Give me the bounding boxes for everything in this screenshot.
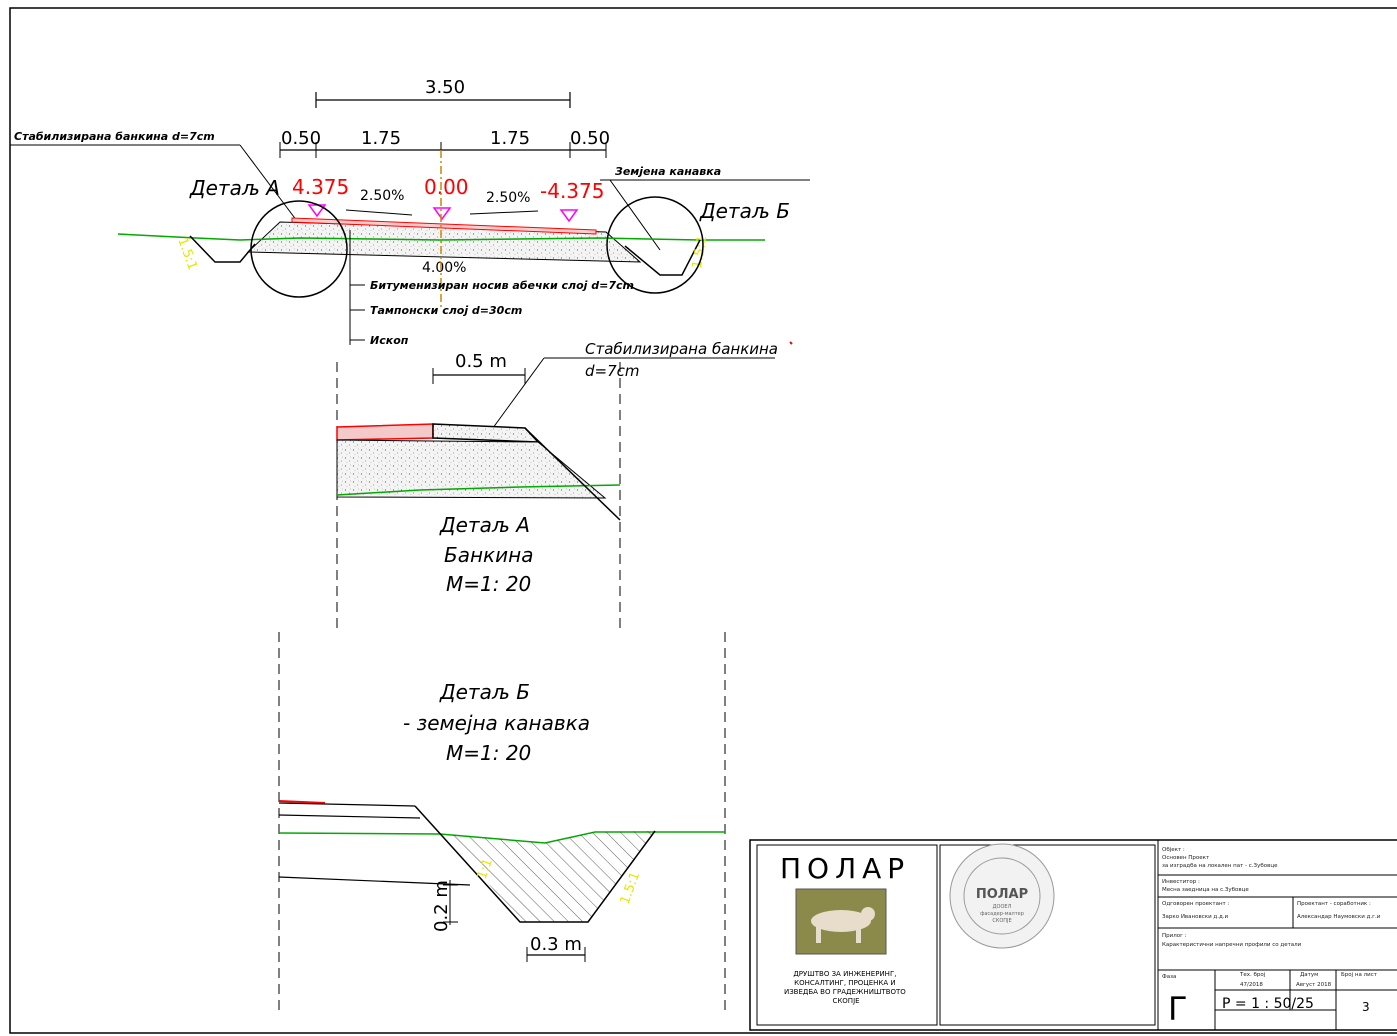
label-stabilized-shoulder: Стабилизирана банкина d=7cm — [14, 130, 215, 143]
company-stamp: ПОЛАР ДООЕЛ фасадер-малтер СКОПЈЕ — [949, 843, 1055, 949]
elev-right: -4.375 — [540, 179, 604, 203]
detail-b-subtitle: - земејна канавка — [403, 711, 590, 735]
detail-a-leader-line1: Стабилизирана банкина — [585, 340, 778, 358]
svg-text:Прилог :: Прилог : — [1162, 933, 1187, 939]
dim-total-width: 3.50 — [425, 77, 465, 98]
company-full: ДРУШТВО ЗА ИНЖЕНЕРИНГ, КОНСАЛТИНГ, ПРОЦЕ… — [784, 970, 908, 1005]
detail-a-scale: M=1: 20 — [446, 572, 531, 596]
label-excavation: Ископ — [370, 334, 409, 347]
sheet-frame — [9, 7, 1397, 1034]
detail-b-width: 0.3 m — [530, 934, 582, 955]
scale-value: P = 1 : 50/25 — [1222, 996, 1314, 1012]
detail-a-asphalt — [336, 423, 434, 441]
phase-value: Г — [1168, 990, 1188, 1028]
elev-marker-center — [432, 207, 452, 221]
right-ditch — [624, 239, 701, 276]
svg-text:Тех. број: Тех. број — [1239, 972, 1266, 978]
detail-b-circle — [606, 196, 704, 294]
detail-b-scale: M=1: 20 — [446, 741, 531, 765]
detail-a-circle — [250, 200, 348, 298]
elev-center: 0.00 — [424, 175, 469, 199]
slope-right: 2.50% — [486, 190, 530, 206]
detail-a-title: Детаљ А — [439, 513, 530, 537]
dim-lane-left: 1.75 — [361, 128, 401, 149]
detail-a-subtitle: Банкина — [444, 543, 533, 567]
detail-b-title: Детаљ Б — [439, 680, 530, 704]
ground-line — [117, 233, 765, 241]
detail-a-dim: 0.5 m — [455, 351, 507, 372]
svg-text:Александар Наумовски д.г.и: Александар Наумовски д.г.и — [1297, 914, 1381, 920]
slope-sub: 4.00% — [422, 260, 466, 276]
dim-shoulder-left: 0.50 — [281, 128, 321, 149]
detail-b-label: Детаљ Б — [699, 199, 790, 223]
svg-text:Зарко Ивановски д.д.и: Зарко Ивановски д.д.и — [1162, 914, 1229, 920]
asphalt-layer — [291, 217, 597, 235]
svg-text:Датум: Датум — [1300, 972, 1318, 978]
detail-b-depth: 0.2 m — [431, 880, 452, 932]
elev-marker-right — [559, 209, 579, 223]
elev-left: 4.375 — [292, 175, 349, 199]
detail-b: Детаљ Б - земејна канавка M=1: 20 0.2 m … — [278, 632, 726, 1010]
svg-text:Месна заедница на с.Зубовце: Месна заедница на с.Зубовце — [1162, 887, 1249, 893]
svg-text:Одговорен проектант :: Одговорен проектант : — [1162, 901, 1229, 907]
detail-a-base — [336, 439, 607, 499]
detail-b-ditch — [415, 806, 655, 922]
detail-a: 0.5 m Стабилизирана банкина d=7cm Детаљ … — [336, 340, 778, 630]
svg-text:ПОЛАР: ПОЛАР — [976, 887, 1028, 902]
svg-text:Основен Проект: Основен Проект — [1162, 855, 1210, 861]
svg-text:фасадер-малтер: фасадер-малтер — [980, 911, 1024, 917]
detail-b-slope-left: 1:1 — [475, 857, 496, 882]
detail-a-slope — [524, 427, 621, 521]
svg-text:Инвеститор :: Инвеститор : — [1162, 879, 1200, 885]
svg-text:47/2018: 47/2018 — [1240, 982, 1263, 988]
embankment-slope-right: 1.5:1 — [690, 234, 711, 269]
svg-text:Карактеристични напречни профи: Карактеристични напречни профили со дета… — [1162, 942, 1302, 948]
left-ditch — [189, 235, 256, 263]
detail-a-ground — [336, 484, 621, 496]
label-earth-ditch: Земјена канавка — [615, 165, 721, 178]
sheet-number: 3 — [1362, 1000, 1370, 1014]
company-logo — [795, 888, 887, 955]
label-base: Тампонски слој d=30cm — [370, 304, 522, 317]
svg-text:за изградба на локален пат - с: за изградба на локален пат - с.Зубовце — [1162, 863, 1278, 869]
dim-lane-right: 1.75 — [490, 128, 530, 149]
cross-section: 3.50 0.50 1.75 1.75 0.50 Стабилизирана б… — [10, 77, 810, 347]
svg-text:ДООЕЛ: ДООЕЛ — [993, 904, 1012, 910]
svg-text:Фаза: Фаза — [1162, 974, 1176, 980]
svg-text:Проектант - соработник :: Проектант - соработник : — [1297, 901, 1371, 907]
title-block: ПОЛАР ДРУШТВО ЗА ИНЖЕНЕРИНГ, КОНСАЛТИНГ,… — [749, 839, 1397, 1031]
svg-text:Објект :: Објект : — [1162, 847, 1185, 853]
svg-text:Август 2018: Август 2018 — [1296, 982, 1332, 988]
label-asphalt: Битуменизиран носив абечки слој d=7cm — [370, 279, 634, 292]
dim-shoulder-right: 0.50 — [570, 128, 610, 149]
svg-text:Број на лист: Број на лист — [1341, 972, 1378, 978]
detail-a-leader-line2: d=7cm — [585, 362, 640, 380]
detail-a-label: Детаљ А — [189, 176, 280, 200]
company-name: ПОЛАР — [780, 852, 910, 885]
svg-text:СКОПЈЕ: СКОПЈЕ — [992, 918, 1011, 924]
slope-left: 2.50% — [360, 188, 404, 204]
detail-a-shoulder — [432, 423, 540, 443]
